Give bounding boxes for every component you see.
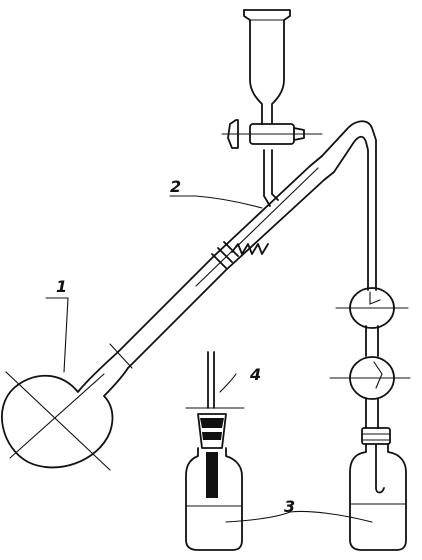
leader-lines bbox=[45, 195, 373, 523]
label-2: 2 bbox=[170, 177, 181, 196]
right-bottle bbox=[349, 427, 407, 551]
left-bottle bbox=[185, 351, 245, 551]
round-flask bbox=[1, 277, 205, 471]
connecting-tube bbox=[321, 120, 377, 291]
bulb-absorber bbox=[329, 287, 411, 429]
dropping-funnel bbox=[221, 9, 323, 149]
condenser bbox=[191, 149, 335, 293]
label-3: 3 bbox=[284, 497, 295, 516]
label-1: 1 bbox=[56, 277, 67, 296]
label-4: 4 bbox=[249, 365, 261, 384]
